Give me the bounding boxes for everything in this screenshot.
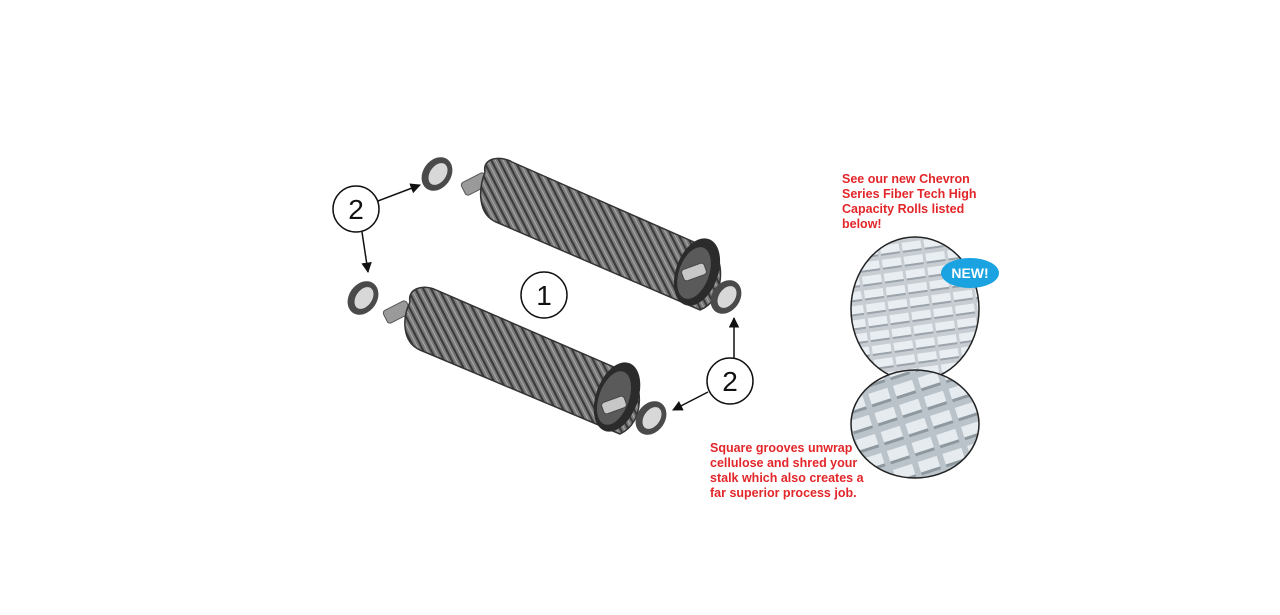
bearing-ring-icon [710, 280, 742, 314]
new-badge: NEW! [941, 258, 999, 288]
groove-sample-bottom [850, 369, 980, 479]
callout-part-2-right: 2 [706, 357, 754, 405]
arrow-to-lower-left-bearing [361, 231, 372, 274]
shaft-right-lower [601, 395, 627, 415]
groove-sample-top [850, 236, 980, 382]
callout-part-1-label: 1 [536, 280, 552, 311]
new-badge-label: NEW! [951, 265, 988, 281]
shaft-right-upper [681, 262, 707, 282]
callout-part-2-left: 2 [332, 185, 380, 233]
callout-part-1: 1 [520, 271, 568, 319]
grooved-roller-icon [479, 157, 722, 311]
callout-part-2-right-label: 2 [722, 366, 738, 397]
roller-upper [460, 157, 722, 311]
arrow-to-upper-left-bearing [377, 183, 421, 202]
note-square-grooves: Square grooves unwrap cellulose and shre… [710, 441, 864, 500]
callout-part-2-left-label: 2 [348, 194, 364, 225]
note-chevron-series: See our new Chevron Series Fiber Tech Hi… [842, 172, 977, 231]
bearing-ring-icon [635, 401, 667, 435]
grooved-roller-icon [404, 286, 640, 435]
bearing-ring-icon [421, 157, 453, 191]
bearing-ring-icon [347, 281, 379, 315]
roller-lower [382, 286, 641, 435]
arrow-to-lower-right-bearing [672, 391, 709, 411]
